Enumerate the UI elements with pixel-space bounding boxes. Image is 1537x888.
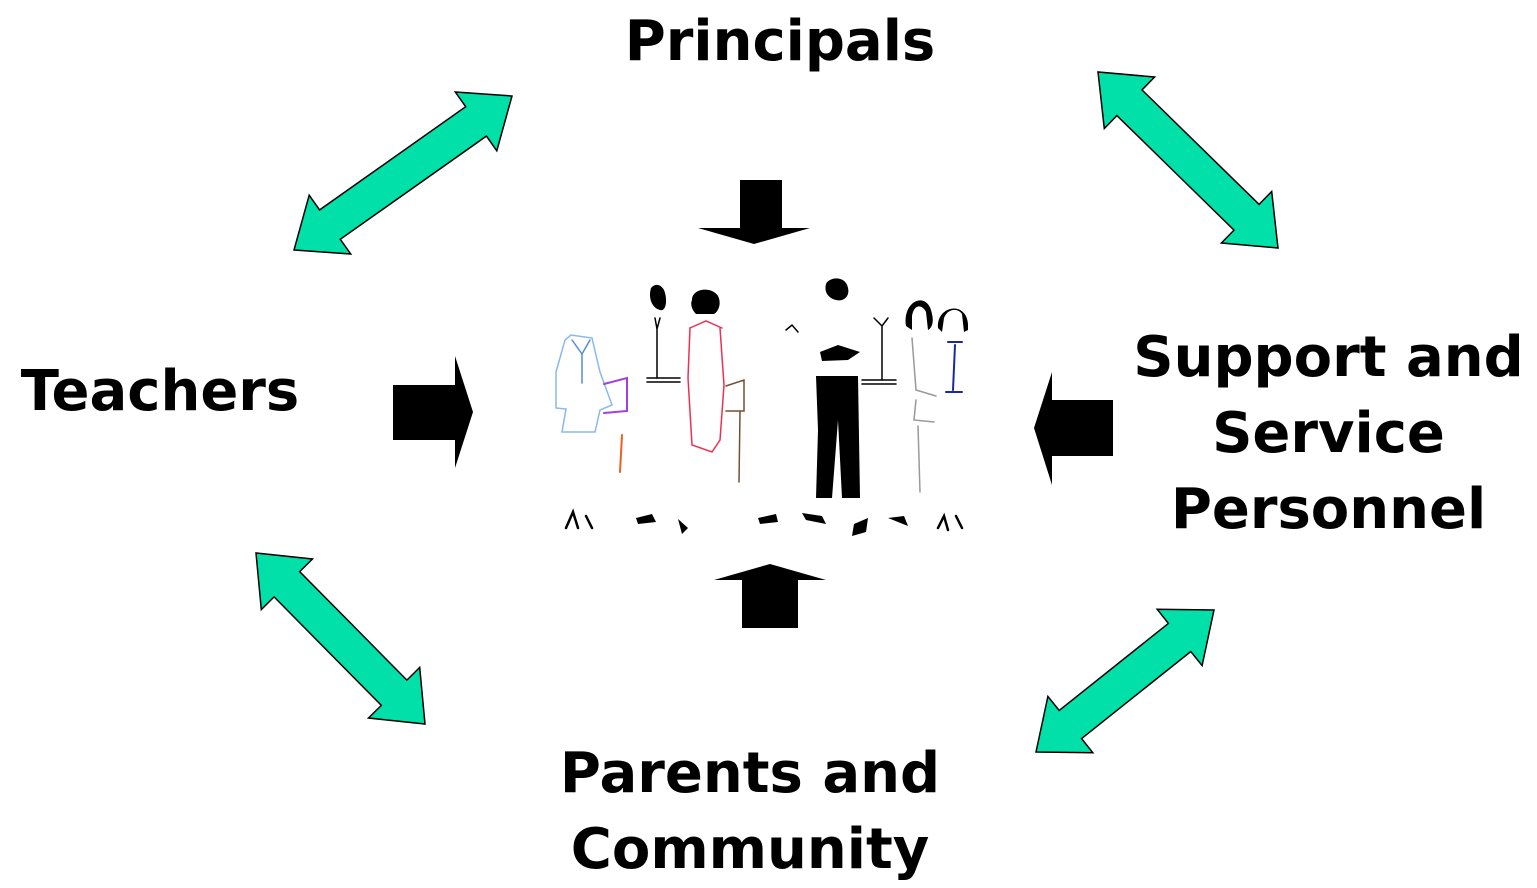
teachers-label: Teachers xyxy=(20,359,300,424)
double-arrow-principals-support xyxy=(1097,71,1279,249)
arrow-right-from-teachers xyxy=(393,356,473,468)
double-arrow-support-parents xyxy=(1035,608,1215,754)
person-figure xyxy=(936,308,968,532)
person-figure xyxy=(555,334,628,530)
person-figure xyxy=(636,284,688,534)
double-arrow-teachers-parents xyxy=(255,552,426,725)
arrow-up-from-parents xyxy=(714,564,826,628)
parents-community-label: Parents and Community xyxy=(559,741,941,882)
double-arrow-teachers-principals xyxy=(293,91,513,255)
person-figure xyxy=(687,289,745,483)
arrow-left-from-support xyxy=(1034,372,1113,485)
arrow-down-from-principals xyxy=(698,180,810,244)
principals-label: Principals xyxy=(624,9,936,74)
person-figure xyxy=(905,300,937,493)
person-figure xyxy=(758,278,868,536)
person-figure xyxy=(861,317,908,526)
people-group-icon xyxy=(555,278,968,536)
support-personnel-label: Support and Service Personnel xyxy=(1133,325,1524,542)
